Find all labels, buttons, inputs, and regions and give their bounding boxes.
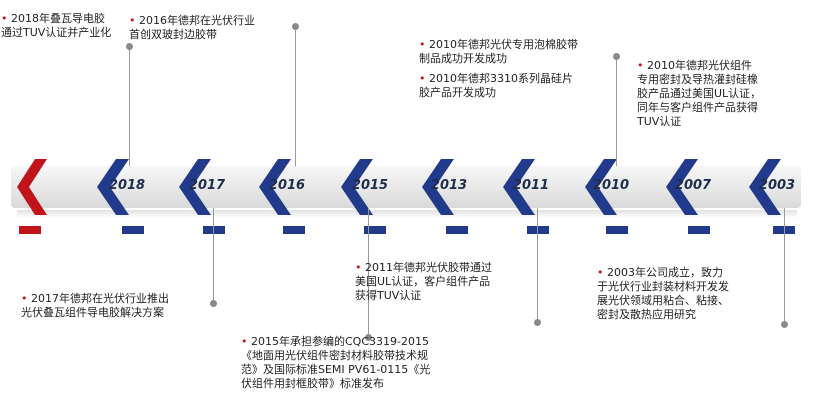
- event-2018: • 2018年叠瓦导电胶 通过TUV认证并产业化: [1, 12, 112, 39]
- year-2013: 2013: [430, 178, 468, 193]
- tab-2007: [688, 226, 710, 234]
- tab-2018: [122, 226, 144, 234]
- connector-2011: [537, 208, 538, 322]
- year-2007: 2007: [674, 178, 712, 193]
- chevron-2007: [666, 159, 698, 215]
- connector-dot-2017: [210, 300, 217, 307]
- tab-2010: [606, 226, 628, 234]
- chevron-2011: [503, 159, 535, 215]
- year-2018: 2018: [108, 178, 146, 193]
- connector-dot-2016: [292, 23, 299, 30]
- year-2011: 2011: [512, 178, 550, 193]
- chevron-2015: [341, 159, 373, 215]
- connector-2018: [129, 46, 130, 166]
- year-2017: 2017: [188, 178, 226, 193]
- event-2010-b: • 2010年德邦光伏专用泡棉胶带 制品成功开发成功: [419, 38, 578, 65]
- chevron-2016: [259, 159, 291, 215]
- connector-2010a: [616, 56, 617, 166]
- connector-dot-2010a: [613, 53, 620, 60]
- chevron-2013: [422, 159, 454, 215]
- connector-dot-2003: [781, 321, 788, 328]
- year-2015: 2015: [351, 178, 389, 193]
- tab-2013: [446, 226, 468, 234]
- event-2003: • 2003年公司成立，致力 于光伏行业封装材料开发发 展光伏领域用粘合、粘接、…: [597, 266, 729, 321]
- year-2010: 2010: [592, 178, 630, 193]
- event-2016: • 2016年德邦在光伏行业 首创双玻封边胶带: [129, 14, 255, 41]
- event-2015: • 2015年承担参编的CQC3319-2015 《地面用光伏组件密封材料胶带技…: [241, 335, 431, 390]
- event-2017: • 2017年德邦在光伏行业推出 光伏叠瓦组件导电胶解决方案: [21, 292, 169, 319]
- timeline-start-tab: [19, 226, 41, 234]
- chevron-2017: [179, 159, 211, 215]
- connector-dot-2011: [534, 319, 541, 326]
- event-2010-c: • 2010年德邦3310系列晶硅片 胶产品开发成功: [419, 72, 573, 99]
- connector-dot-2018: [126, 43, 133, 50]
- chevron-2003: [749, 159, 781, 215]
- chevron-2018: [97, 159, 129, 215]
- event-2010-a: • 2010年德邦光伏组件 专用密封及导热灌封硅橡 胶产品通过美国UL认证， 同…: [637, 59, 762, 128]
- event-2011: • 2011年德邦光伏胶带通过 美国UL认证，客户组件产品 获得TUV认证: [355, 261, 492, 302]
- tab-2011: [527, 226, 549, 234]
- chevron-2010: [585, 159, 617, 215]
- connector-2017: [213, 208, 214, 304]
- year-2003: 2003: [758, 178, 796, 193]
- tab-2017: [203, 226, 225, 234]
- timeline-start-arrow: [17, 159, 47, 215]
- tab-2016: [283, 226, 305, 234]
- year-2016: 2016: [268, 178, 306, 193]
- connector-2016: [295, 26, 296, 166]
- connector-2003: [784, 208, 785, 324]
